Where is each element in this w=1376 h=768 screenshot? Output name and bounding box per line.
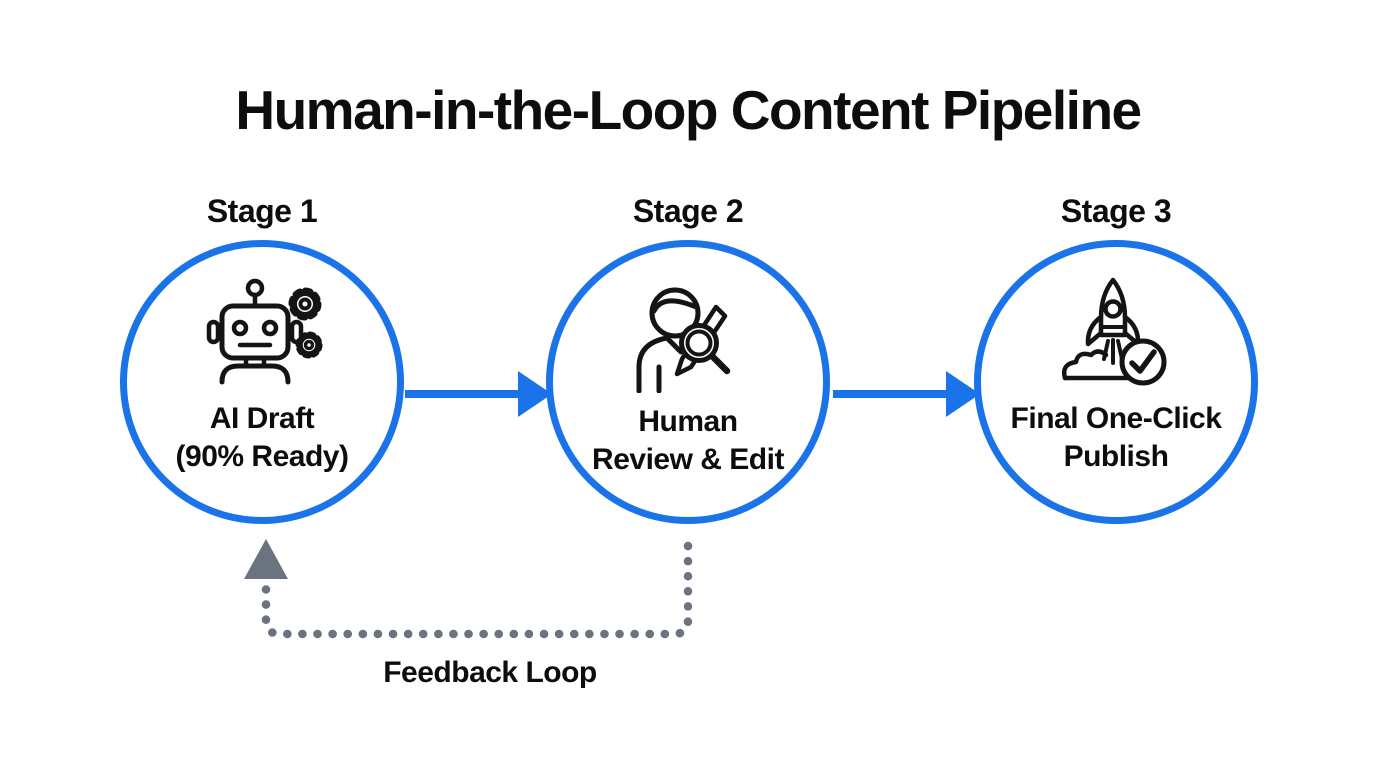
feedback-loop-arrowhead xyxy=(244,539,288,579)
feedback-loop-label: Feedback Loop xyxy=(383,656,597,689)
stage-3: Stage 3 xyxy=(966,192,1266,524)
stage-2: Stage 2 Human Review & Edit xyxy=(538,192,838,524)
stage-3-line2: Publish xyxy=(1063,440,1169,473)
flow-arrow-1 xyxy=(405,371,552,417)
stage-1-line2: (90% Ready) xyxy=(175,440,349,473)
stage-1-label: Stage 1 xyxy=(206,193,318,229)
rocket-launch-check-icon xyxy=(1061,277,1167,386)
stage-1-text: AI Draft (90% Ready) xyxy=(176,400,349,476)
stage-2-line2: Review & Edit xyxy=(592,443,784,476)
stage-1-line1: AI Draft xyxy=(209,402,315,435)
stage-1: Stage 1 xyxy=(112,192,412,524)
stage-2-line1: Human xyxy=(638,405,738,438)
stage-1-circle: AI Draft (90% Ready) xyxy=(120,240,404,524)
stage-2-label: Stage 2 xyxy=(632,193,744,229)
diagram-title: Human-in-the-Loop Content Pipeline xyxy=(235,79,1142,141)
stage-2-circle: Human Review & Edit xyxy=(546,240,830,524)
flow-arrow-2 xyxy=(833,371,980,417)
gear-large-icon xyxy=(288,287,322,321)
stage-3-text: Final One-Click Publish xyxy=(1011,400,1222,476)
stage-3-line1: Final One-Click xyxy=(1010,402,1222,435)
robot-gears-icon xyxy=(206,278,323,385)
human-review-magnifier-pencil-icon xyxy=(636,287,731,393)
stage-3-label: Stage 3 xyxy=(1060,193,1172,229)
stage-2-text: Human Review & Edit xyxy=(592,403,784,479)
stage-3-circle: Final One-Click Publish xyxy=(974,240,1258,524)
feedback-loop-path xyxy=(261,541,693,639)
gear-small-icon xyxy=(295,331,323,359)
feedback-loop xyxy=(244,539,693,639)
